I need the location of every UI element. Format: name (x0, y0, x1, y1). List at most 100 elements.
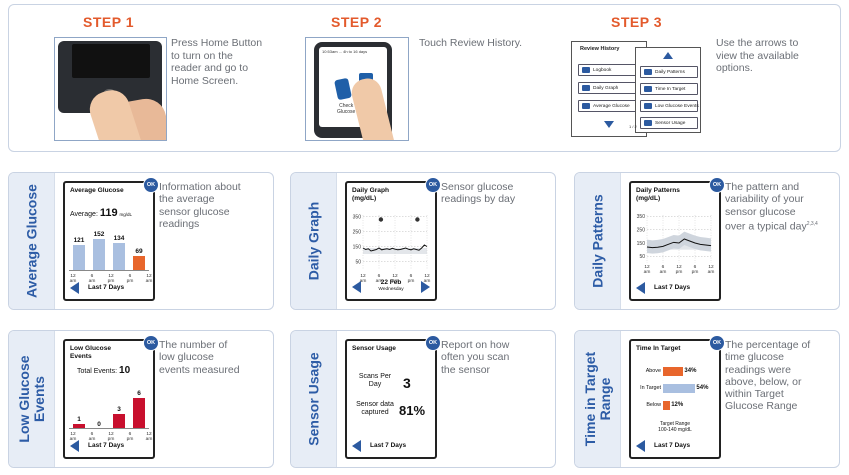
step-2-image: 10:53am ... 4h to 16 days Check Glucose (305, 37, 409, 141)
step-3-image: Review History Logbook Daily Graph Avera… (571, 37, 713, 141)
y-tick-label: 250 (637, 227, 646, 233)
bar-value-label: 69 (135, 248, 143, 256)
y-tick-label: 350 (637, 214, 646, 220)
total-events-readout: Total Events: 10 (77, 365, 131, 376)
screen-footer: Last 7 Days (350, 439, 432, 453)
card-description: Report on how often you scan the sensor (441, 339, 510, 376)
card-description: The percentage of time glucose readings … (725, 339, 811, 413)
card-low-glucose-events: Low Glucose Events Low Glucose Events OK… (8, 330, 274, 468)
step-1-title: STEP 1 (83, 14, 134, 30)
menu-item-low-glucose-events[interactable]: Low Glucose Events (640, 100, 699, 112)
ok-button[interactable]: OK (709, 335, 725, 351)
target-range-label: Target Range 100-140 mg/dL (658, 421, 692, 433)
target-icon (644, 86, 652, 92)
y-tick-label: 150 (637, 241, 646, 247)
page-indicator: 1 / 2 (629, 124, 637, 129)
bar-value-label: 3 (117, 405, 121, 413)
card-description: The number of low glucose events measure… (159, 339, 240, 376)
arrow-left-icon[interactable] (70, 282, 79, 294)
arrow-up-icon[interactable] (663, 52, 673, 59)
arrow-left-icon[interactable] (636, 440, 645, 452)
step-3-text: Use the arrows to view the available opt… (716, 37, 799, 74)
bar (663, 367, 684, 376)
data-captured-value: 81% (399, 403, 426, 418)
ok-button[interactable]: OK (143, 177, 159, 193)
screen-title: Average Glucose (70, 187, 124, 194)
card-daily-patterns: Daily Patterns Daily Patterns (mg/dL) OK… (574, 172, 840, 310)
low-bars-icon (644, 103, 652, 109)
arrow-left-icon[interactable] (352, 281, 361, 293)
screen-footer: Last 7 Days (634, 439, 716, 453)
card-side-label: Daily Patterns (589, 194, 606, 288)
x-axis-line (69, 428, 149, 429)
step-2-text: Touch Review History. (419, 37, 523, 49)
bar-value-label: 6 (137, 390, 141, 398)
card-description: Sensor glucose readings by day (441, 181, 516, 206)
bar (663, 384, 696, 393)
pattern-icon (644, 69, 652, 75)
card-average-glucose: Average Glucose Average Glucose OK Avera… (8, 172, 274, 310)
series-line (362, 244, 428, 252)
ok-button[interactable]: OK (425, 177, 441, 193)
bar-chart-icon (582, 103, 590, 109)
menu-item-time-in-target[interactable]: Time In Target (640, 83, 698, 95)
menu-item-daily-patterns[interactable]: Daily Patterns (640, 66, 698, 78)
review-history-menu-page-2: Daily Patterns Time In Target Low Glucos… (635, 47, 701, 133)
bar-value-label: 134 (113, 234, 125, 242)
screen-title: Sensor Usage (352, 345, 396, 352)
menu-item-logbook[interactable]: Logbook (578, 64, 638, 76)
menu-item-sensor-usage[interactable]: Sensor Usage (640, 117, 698, 129)
step-3-title: STEP 3 (611, 14, 662, 30)
scans-label: Scans Per Day (358, 373, 392, 388)
review-history-menu: Review History Logbook Daily Graph Avera… (571, 41, 647, 137)
screen-footer: 22 Feb Wednesday (350, 279, 432, 295)
arrow-left-icon[interactable] (352, 440, 361, 452)
card-side-label: Daily Graph (305, 201, 322, 281)
data-captured-label: Sensor data captured (356, 401, 394, 416)
bar-value-label: 1 (77, 415, 81, 423)
bar (113, 242, 125, 271)
arrow-down-icon[interactable] (604, 121, 614, 128)
screen-footer: Last 7 Days (68, 281, 150, 295)
arrow-right-icon[interactable] (421, 281, 430, 293)
screen-title: Time In Target (636, 345, 681, 352)
glucose-reader-icon (334, 77, 352, 101)
step-1-image (54, 37, 167, 141)
bar-value-label: 152 (93, 230, 105, 238)
category-label: Below (646, 402, 661, 408)
screen-title: Daily Graph (mg/dL) (352, 187, 390, 202)
ok-button[interactable]: OK (425, 335, 441, 351)
arrow-left-icon[interactable] (636, 282, 645, 294)
food-note-icon (415, 217, 420, 222)
card-description: The pattern and variability of your sens… (725, 181, 818, 233)
arrow-left-icon[interactable] (70, 440, 79, 452)
menu-item-average-glucose[interactable]: Average Glucose (578, 100, 638, 112)
card-side-label: Low Glucose Events (16, 355, 47, 443)
ok-button[interactable]: OK (143, 335, 159, 351)
ok-button[interactable]: OK (709, 177, 725, 193)
category-label: Above (645, 368, 661, 374)
bar (133, 398, 145, 429)
steps-panel: STEP 1 Press Home Button to turn on the … (8, 4, 841, 152)
menu-item-daily-graph[interactable]: Daily Graph (578, 82, 638, 94)
bar (113, 413, 125, 429)
